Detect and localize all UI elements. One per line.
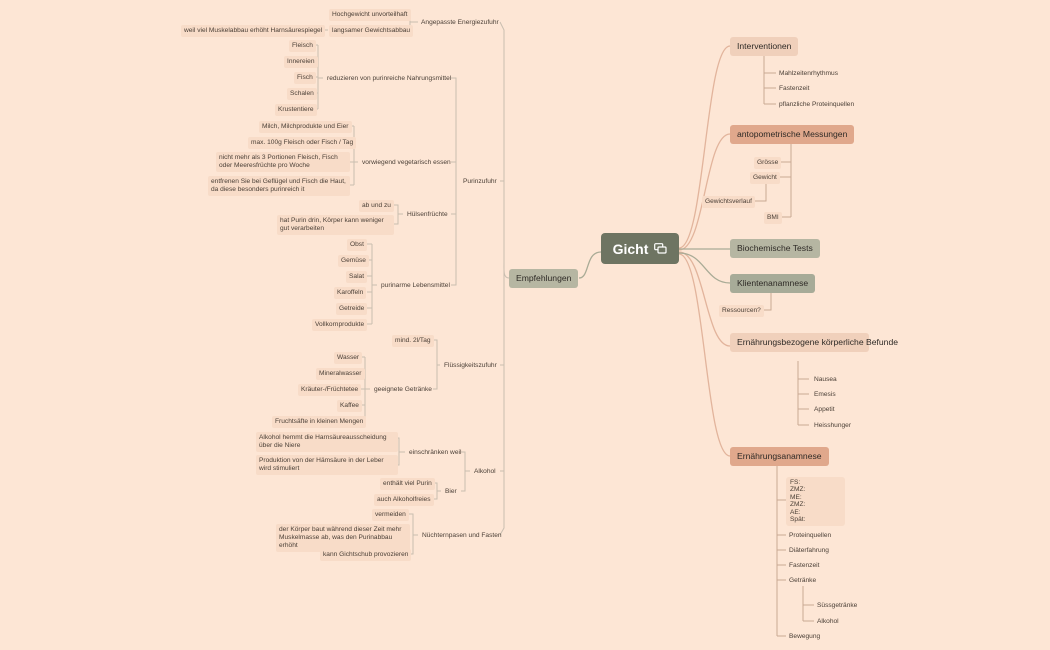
node-harnsaeureausscheidung[interactable]: Alkohol hemmt die Harnsäureausscheidung …	[256, 432, 398, 452]
node-appetit[interactable]: Appetit	[814, 406, 835, 413]
branch-koerperliche-befunde[interactable]: Ernährungsbezogene körperliche Befunde	[730, 333, 898, 352]
node-bier[interactable]: Bier	[445, 488, 457, 495]
node-gichtschub[interactable]: kann Gichtschub provozieren	[320, 549, 412, 561]
node-schalen[interactable]: Schalen	[287, 88, 317, 100]
mahlzeit-ae: AE:	[790, 508, 801, 516]
node-langsamer-gewichtsabbau[interactable]: langsamer Gewichtsabbau	[329, 25, 414, 37]
branch-empfehlungen[interactable]: Empfehlungen	[509, 269, 579, 288]
node-pflanzliche-proteinquellen[interactable]: pflanzliche Proteinquellen	[779, 101, 855, 108]
node-kraeutertee[interactable]: Kräuter-/Früchtetee	[298, 384, 362, 396]
node-alkohol[interactable]: Alkohol	[474, 468, 496, 475]
node-alkohol-anamnese[interactable]: Alkohol	[817, 618, 839, 625]
node-nuechternpausen-fasten[interactable]: Nüchternpasen und Fasten	[422, 532, 502, 539]
node-fruchtsaefte[interactable]: Fruchtsäfte in kleinen Mengen	[272, 416, 367, 428]
branch-ernaehrungsanamnese[interactable]: Ernährungsanamnese	[730, 447, 829, 466]
root-label: Gicht	[612, 240, 649, 257]
mahlzeit-zmz-1: ZMZ:	[790, 486, 806, 494]
node-max-fleisch[interactable]: max. 100g Fleisch oder Fisch / Tag	[248, 137, 357, 149]
node-fisch[interactable]: Fisch	[294, 72, 316, 84]
node-innereien[interactable]: Innereien	[284, 56, 318, 68]
node-kaffee[interactable]: Kaffee	[337, 400, 362, 412]
branch-anthropometrische-messungen[interactable]: antopometrische Messungen	[730, 125, 855, 144]
node-vorwiegend-vegetarisch[interactable]: vorwiegend vegetarisch essen	[362, 159, 451, 166]
node-nausea[interactable]: Nausea	[814, 376, 837, 383]
node-vollkornprodukte[interactable]: Vollkornprodukte	[312, 319, 368, 331]
node-angepasste-energiezufuhr[interactable]: Angepasste Energiezufuhr	[421, 19, 499, 26]
branch-biochemische-tests[interactable]: Biochemische Tests	[730, 239, 820, 258]
node-fastenzeit-anamnese[interactable]: Fastenzeit	[789, 562, 820, 569]
node-mahlzeitenrhythmus[interactable]: Mahlzeitenrhythmus	[779, 70, 839, 77]
node-purinarme-lebensmittel[interactable]: purinarme Lebensmittel	[381, 282, 450, 289]
node-bmi[interactable]: BMI	[764, 212, 782, 224]
node-kartoffeln[interactable]: Karoffeln	[334, 287, 367, 299]
branch-klientenanamnese[interactable]: Klientenanamnese	[730, 274, 816, 293]
node-einschraenken[interactable]: einschränken weil	[409, 449, 462, 456]
node-portionen-pro-woche[interactable]: nicht mehr als 3 Portionen Fleisch, Fisc…	[216, 152, 350, 172]
mahlzeit-spaet: Spät:	[790, 515, 806, 523]
node-fastenzeit-intervention[interactable]: Fastenzeit	[779, 85, 810, 92]
node-ressourcen[interactable]: Ressourcen?	[719, 305, 764, 317]
node-alkoholfreies[interactable]: auch Alkoholfreies	[374, 494, 434, 506]
mahlzeit-zmz-2: ZMZ:	[790, 501, 806, 509]
link-notes-icon[interactable]	[654, 243, 667, 254]
node-fleisch[interactable]: Fleisch	[289, 40, 316, 52]
node-fluessigkeitszufuhr[interactable]: Flüssigkeitszufuhr	[444, 362, 497, 369]
node-diaeterfahrung[interactable]: Diäterfahrung	[789, 547, 829, 554]
root-node[interactable]: Gicht	[601, 233, 679, 264]
node-mineralwasser[interactable]: Mineralwasser	[316, 368, 365, 380]
node-geeignete-getraenke[interactable]: geeignete Getränke	[374, 386, 432, 393]
node-getreide[interactable]: Getreide	[336, 303, 368, 315]
node-getraenke-anamnese[interactable]: Getränke	[789, 577, 817, 584]
node-groesse[interactable]: Grösse	[754, 157, 782, 169]
node-wasser[interactable]: Wasser	[334, 352, 363, 364]
branch-interventionen[interactable]: Interventionen	[730, 37, 799, 56]
node-heisshunger[interactable]: Heisshunger	[814, 422, 852, 429]
node-leber-stimuliert[interactable]: Produktion von der Hämsäure in der Leber…	[256, 455, 398, 475]
node-bewegung[interactable]: Bewegung	[789, 633, 821, 640]
node-purinreich-reduzieren[interactable]: reduzieren von purinreiche Nahrungsmitte…	[327, 75, 452, 82]
node-emesis[interactable]: Emesis	[814, 391, 836, 398]
node-vermeiden[interactable]: vermeiden	[372, 509, 409, 521]
node-muskelmasse-abbau[interactable]: der Körper baut während dieser Zeit mehr…	[276, 524, 410, 552]
node-hochgewicht[interactable]: Hochgewicht unvorteilhaft	[329, 9, 411, 21]
node-huelsenfruechte[interactable]: Hülsenfrüchte	[407, 211, 448, 218]
node-milchprodukte[interactable]: Milch, Milchprodukte und Eier	[259, 121, 352, 133]
node-haut-entfernen[interactable]: entfrenen Sie bei Geflügel und Fisch die…	[208, 176, 350, 196]
node-gewicht[interactable]: Gewicht	[750, 172, 780, 184]
node-gewichtsverlauf[interactable]: Gewichtsverlauf	[702, 196, 755, 208]
node-purinzufuhr[interactable]: Purinzufuhr	[463, 178, 497, 185]
node-proteinquellen[interactable]: Proteinquellen	[789, 532, 832, 539]
node-salat[interactable]: Salat	[346, 271, 368, 283]
node-muskelabbau[interactable]: weil viel Muskelabbau erhöht Harnsäuresp…	[181, 25, 326, 37]
mahlzeit-fs: FS:	[790, 479, 801, 486]
node-gemuese[interactable]: Gemüse	[338, 255, 369, 267]
mahlzeiten-box[interactable]: FS: ZMZ: ME: ZMZ: AE: Spät:	[786, 477, 845, 526]
node-mind-2l[interactable]: mind. 2l/Tag	[392, 335, 434, 347]
node-ab-und-zu[interactable]: ab und zu	[359, 200, 394, 212]
node-purin-verarbeiten[interactable]: hat Purin drin, Körper kann weniger gut …	[277, 215, 394, 235]
mahlzeit-me: ME:	[790, 493, 802, 501]
node-obst[interactable]: Obst	[347, 239, 367, 251]
node-viel-purin[interactable]: enthält viel Purin	[380, 478, 435, 490]
node-suessgetraenke[interactable]: Süssgetränke	[817, 602, 858, 609]
node-krustentiere[interactable]: Krustentiere	[275, 104, 317, 116]
